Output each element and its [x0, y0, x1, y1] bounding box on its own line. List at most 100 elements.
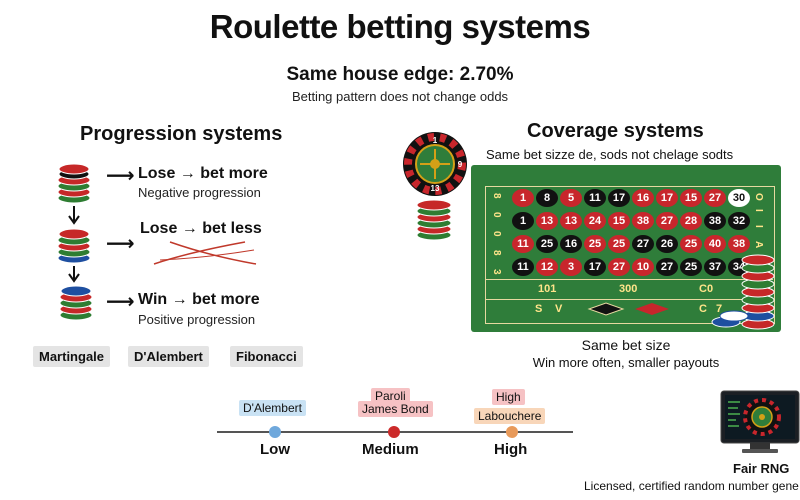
table-number-cell[interactable]: 17	[584, 258, 606, 276]
table-left-column-label: 0	[491, 231, 502, 237]
table-number-cell[interactable]: 12	[536, 258, 558, 276]
progression-heading: Progression systems	[80, 123, 283, 145]
table-layout-border	[485, 186, 775, 324]
table-number-cell[interactable]: 30	[728, 189, 750, 207]
risk-tag-dalembert: D'Alembert	[239, 400, 306, 416]
risk-dot-medium	[388, 426, 400, 438]
table-number-cell[interactable]: 11	[512, 258, 534, 276]
rng-label: Fair RNG	[733, 461, 790, 476]
monitor-icon	[720, 390, 800, 453]
coverage-caption: Same bet size	[581, 337, 671, 353]
table-number-cell[interactable]: 25	[536, 235, 558, 253]
system-tag-fibonacci: Fibonacci	[230, 346, 303, 367]
chip-pile-icon	[711, 254, 775, 330]
table-number-cell[interactable]: 27	[656, 212, 678, 230]
system-tag-dalembert: D'Alembert	[128, 346, 209, 367]
table-number-cell[interactable]: 37	[704, 258, 726, 276]
arrow-down-icon	[68, 206, 80, 225]
risk-tag-high: High	[492, 389, 525, 405]
table-number-cell[interactable]: 10	[632, 258, 654, 276]
table-number-cell[interactable]: 13	[560, 212, 582, 230]
arrow-right-icon: ⟶	[106, 233, 135, 255]
progression-row-3-label: Win → bet more	[138, 291, 260, 308]
wheel-number-right: 9	[458, 160, 463, 169]
table-number-cell[interactable]: 38	[632, 212, 654, 230]
table-number-cell[interactable]: 3	[560, 258, 582, 276]
table-number-cell[interactable]: 40	[704, 235, 726, 253]
dozen-label-3[interactable]: C0	[699, 283, 714, 295]
table-number-cell[interactable]: 11	[584, 189, 606, 207]
table-number-cell[interactable]: 25	[608, 235, 630, 253]
outside-bet-label-1[interactable]: S	[535, 303, 543, 315]
coverage-heading: Coverage systems	[527, 120, 704, 142]
table-number-cell[interactable]: 5	[560, 189, 582, 207]
wheel-number-bottom: 13	[431, 184, 440, 193]
table-number-cell[interactable]: 16	[632, 189, 654, 207]
table-divider	[485, 299, 773, 300]
risk-dot-low	[269, 426, 281, 438]
chip-stack-icon	[416, 199, 452, 241]
table-number-cell[interactable]: 17	[608, 189, 630, 207]
rng-subtitle: Licensed, certified random number gene	[584, 479, 799, 493]
progression-row-1-label: Lose → bet more	[138, 165, 268, 182]
table-divider	[485, 279, 773, 280]
dozen-label-2[interactable]: 300	[619, 283, 638, 295]
table-number-cell[interactable]: 8	[536, 189, 558, 207]
table-number-cell[interactable]: 15	[608, 212, 630, 230]
outside-bet-label-4[interactable]: 7	[716, 303, 723, 315]
progression-row-2-label: Lose → bet less	[140, 220, 262, 237]
table-number-cell[interactable]: 24	[584, 212, 606, 230]
coverage-subtitle: Same bet sizze de, sods not chelage sodt…	[486, 147, 734, 162]
table-number-cell[interactable]: 27	[704, 189, 726, 207]
table-number-cell[interactable]: 27	[608, 258, 630, 276]
table-number-cell[interactable]: 28	[680, 212, 702, 230]
progression-row-3-sub: Positive progression	[138, 312, 256, 327]
risk-tag-james-bond: James Bond	[358, 401, 433, 417]
table-number-cell[interactable]: 32	[728, 212, 750, 230]
table-number-cell[interactable]: 15	[680, 189, 702, 207]
table-number-cell[interactable]: 1	[512, 189, 534, 207]
table-right-column-label: O	[753, 193, 764, 201]
table-number-cell[interactable]: 17	[656, 189, 678, 207]
black-diamond-icon[interactable]	[587, 302, 625, 316]
table-number-cell[interactable]: 38	[704, 212, 726, 230]
table-left-column-label: 8	[491, 250, 502, 256]
risk-tag-paroli: Paroli	[371, 388, 410, 404]
table-right-column-label: I	[753, 209, 764, 212]
table-number-cell[interactable]: 16	[560, 235, 582, 253]
arrow-right-icon: ⟶	[106, 165, 135, 187]
outside-bet-label-2[interactable]: V	[555, 303, 563, 315]
table-left-column-label: 8	[491, 193, 502, 199]
table-number-cell[interactable]: 38	[728, 235, 750, 253]
table-number-cell[interactable]: 13	[536, 212, 558, 230]
table-number-cell[interactable]: 26	[656, 235, 678, 253]
page-title: Roulette betting systems	[209, 8, 591, 45]
chip-stacks-illustration	[57, 163, 93, 321]
table-left-column-label: 3	[491, 269, 502, 275]
risk-label-medium: Medium	[362, 441, 419, 458]
roulette-wheel-icon: 1 9 13	[403, 132, 467, 196]
dozen-label-1[interactable]: 101	[538, 283, 557, 295]
wheel-number-top: 1	[433, 136, 438, 145]
table-number-cell[interactable]: 25	[680, 235, 702, 253]
coverage-caption-sub: Win more often, smaller payouts	[532, 355, 720, 370]
table-right-column-label: I	[753, 225, 764, 228]
chip-stack-icon	[57, 163, 91, 204]
table-number-cell[interactable]: 27	[656, 258, 678, 276]
table-number-cell[interactable]: 25	[584, 235, 606, 253]
table-number-cell[interactable]: 1	[512, 212, 534, 230]
crossed-out-scribble-icon	[153, 241, 257, 265]
table-number-cell[interactable]: 11	[512, 235, 534, 253]
table-number-cell[interactable]: 25	[680, 258, 702, 276]
red-diamond-icon[interactable]	[633, 302, 671, 316]
house-edge-subtitle: Betting pattern does not change odds	[291, 89, 509, 104]
outside-bet-label-3[interactable]: C	[699, 303, 707, 315]
risk-label-low: Low	[260, 441, 290, 458]
table-left-column-label: 0	[491, 212, 502, 218]
table-number-cell[interactable]: 27	[632, 235, 654, 253]
risk-tag-labouchere: Labouchere	[474, 408, 546, 424]
risk-dot-high	[506, 426, 518, 438]
progression-row-1-sub: Negative progression	[138, 185, 261, 200]
